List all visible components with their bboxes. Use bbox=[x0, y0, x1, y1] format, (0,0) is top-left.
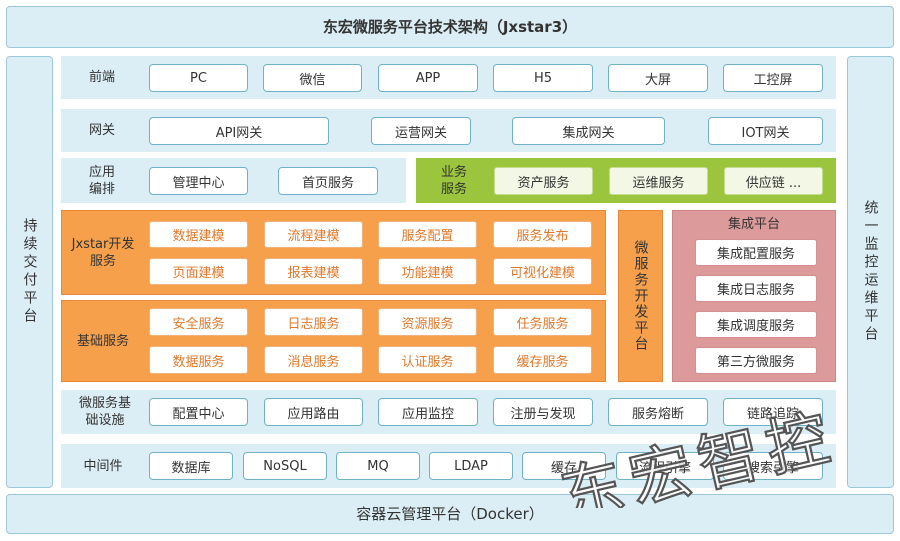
trace-tracking: 链路追踪 bbox=[723, 398, 823, 426]
ldap: LDAP bbox=[429, 452, 513, 480]
circuit-breaker: 服务熔断 bbox=[608, 398, 708, 426]
frontend-h5: H5 bbox=[493, 64, 593, 92]
resource-service: 资源服务 bbox=[378, 308, 477, 336]
infrastructure-label: 微服务基础设施 bbox=[78, 396, 131, 428]
right-side-label: 统一监控运维平台 bbox=[862, 200, 879, 344]
frontend-app: APP bbox=[378, 64, 478, 92]
maintenance-service: 运维服务 bbox=[609, 167, 708, 195]
right-side-monitoring: 统一监控运维平台 bbox=[847, 56, 894, 488]
frontend-wechat: 微信 bbox=[263, 64, 362, 92]
integration-schedule-service: 集成调度服务 bbox=[695, 311, 817, 338]
integration-log-service: 集成日志服务 bbox=[695, 275, 817, 302]
cache-service: 缓存服务 bbox=[493, 346, 592, 374]
page-modeling: 页面建模 bbox=[149, 258, 248, 285]
function-modeling: 功能建模 bbox=[378, 258, 477, 285]
frontend-industrial-screen: 工控屏 bbox=[723, 64, 823, 92]
third-party-microservice: 第三方微服务 bbox=[695, 347, 817, 374]
gateway-api: API网关 bbox=[149, 117, 329, 145]
gateway-operations: 运营网关 bbox=[371, 117, 471, 145]
nosql: NoSQL bbox=[243, 452, 327, 480]
supply-chain-service: 供应链 ... bbox=[724, 167, 823, 195]
data-service: 数据服务 bbox=[149, 346, 248, 374]
registry-discovery: 注册与发现 bbox=[493, 398, 593, 426]
app-monitoring: 应用监控 bbox=[378, 398, 478, 426]
frontend-label: 前端 bbox=[88, 70, 115, 85]
integration-label: 集成平台 bbox=[727, 216, 780, 232]
left-side-continuous-delivery: 持续交付平台 bbox=[6, 56, 53, 488]
service-publish: 服务发布 bbox=[493, 221, 592, 248]
dev-services-label: Jxstar开发服务 bbox=[71, 236, 135, 269]
frontend-pc: PC bbox=[149, 64, 248, 92]
visual-modeling: 可视化建模 bbox=[493, 258, 592, 285]
management-center: 管理中心 bbox=[149, 167, 248, 195]
left-side-label: 持续交付平台 bbox=[21, 218, 38, 326]
app-routing: 应用路由 bbox=[264, 398, 363, 426]
homepage-service: 首页服务 bbox=[278, 167, 378, 195]
database: 数据库 bbox=[149, 452, 233, 480]
service-config: 服务配置 bbox=[378, 221, 477, 248]
auth-service: 认证服务 bbox=[378, 346, 477, 374]
config-center: 配置中心 bbox=[149, 398, 248, 426]
mq: MQ bbox=[336, 452, 420, 480]
task-service: 任务服务 bbox=[493, 308, 592, 336]
gateway-iot: IOT网关 bbox=[708, 117, 823, 145]
middleware-label: 中间件 bbox=[83, 458, 123, 474]
frontend-big-screen: 大屏 bbox=[608, 64, 708, 92]
cache: 缓存 bbox=[522, 452, 606, 480]
gateway-label: 网关 bbox=[88, 123, 115, 138]
search-engine: 搜索引擎 bbox=[723, 452, 823, 480]
report-modeling: 报表建模 bbox=[264, 258, 363, 285]
integration-config-service: 集成配置服务 bbox=[695, 239, 817, 266]
app-orchestration-label: 应用编排 bbox=[88, 164, 115, 197]
title-bar: 东宏微服务平台技术架构（Jxstar3） bbox=[6, 6, 894, 48]
log-service: 日志服务 bbox=[264, 308, 363, 336]
page-title: 东宏微服务平台技术架构（Jxstar3） bbox=[322, 17, 578, 36]
gateway-integration: 集成网关 bbox=[512, 117, 665, 145]
bottom-label: 容器云管理平台（Docker） bbox=[356, 504, 544, 523]
security-service: 安全服务 bbox=[149, 308, 248, 336]
business-label: 业务服务 bbox=[440, 164, 467, 197]
bottom-bar: 容器云管理平台（Docker） bbox=[6, 494, 894, 534]
workflow-engine: 流程引擎 bbox=[616, 452, 714, 480]
asset-service: 资产服务 bbox=[494, 167, 593, 195]
process-modeling: 流程建模 bbox=[264, 221, 363, 248]
microservice-dev-platform-label: 微服务开发平台 bbox=[632, 240, 649, 352]
microservice-dev-platform: 微服务开发平台 bbox=[618, 210, 663, 382]
data-modeling: 数据建模 bbox=[149, 221, 248, 248]
message-service: 消息服务 bbox=[264, 346, 363, 374]
base-services-label: 基础服务 bbox=[76, 333, 129, 349]
